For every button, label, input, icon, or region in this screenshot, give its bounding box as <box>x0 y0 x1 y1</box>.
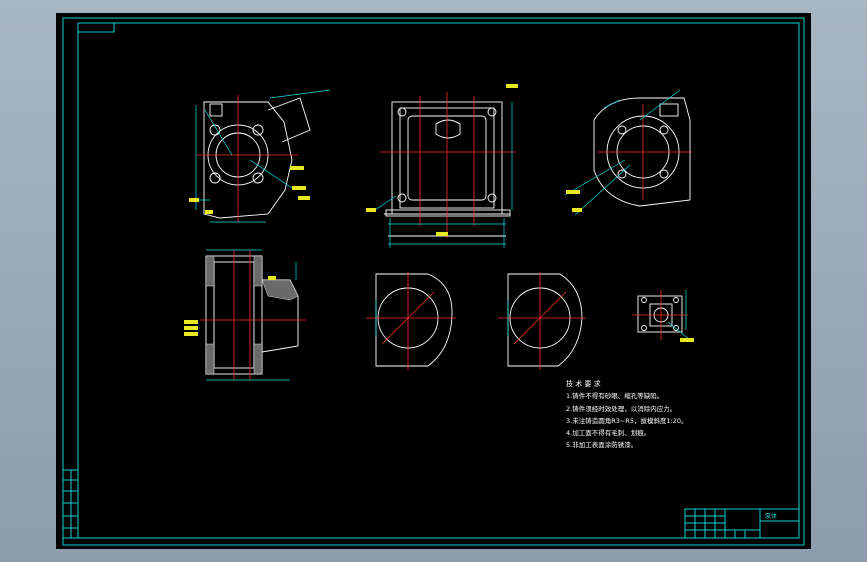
flange-detail <box>632 290 694 342</box>
inner-frame <box>77 22 800 539</box>
note-line: 3.未注铸造圆角R3~R5，拔模斜度1:20。 <box>566 416 688 425</box>
front-view-middle <box>366 84 518 248</box>
side-strip <box>62 469 79 539</box>
side-view-right <box>564 89 692 216</box>
detail-view-b <box>498 272 586 370</box>
outer-frame <box>62 17 805 546</box>
technical-notes: 技 术 要 求 1.铸件不得有砂眼、缩孔等缺陷。 2.铸件须经时效处理，以消除内… <box>566 379 688 449</box>
section-view <box>184 249 306 381</box>
detail-view-a <box>366 272 456 370</box>
front-view-left <box>189 89 331 223</box>
note-line: 1.铸件不得有砂眼、缩孔等缺陷。 <box>566 391 663 400</box>
note-line: 2.铸件须经时效处理，以消除内应力。 <box>566 404 676 413</box>
drawing-sheet <box>56 13 811 549</box>
note-line: 5.非加工表面涂防锈漆。 <box>566 440 637 449</box>
notes-heading: 技 术 要 求 <box>566 379 601 388</box>
title-block-name: 泵体 <box>765 512 777 520</box>
drawing-code-box <box>77 22 115 33</box>
note-line: 4.加工面不得有毛刺、划痕。 <box>566 428 650 437</box>
title-block <box>684 508 800 539</box>
